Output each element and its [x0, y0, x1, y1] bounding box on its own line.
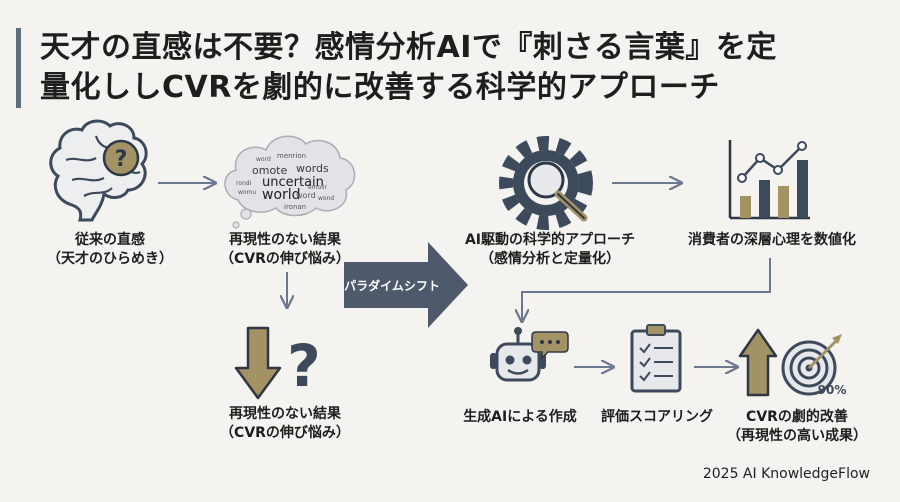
- speech-bubble-icon: [531, 331, 569, 360]
- footer-credit: 2025 AI KnowledgeFlow: [702, 466, 870, 482]
- cloud-word: menrion: [277, 152, 306, 160]
- question-mark-icon: ?: [287, 332, 321, 400]
- robot-icon: [490, 327, 546, 382]
- gear-magnifier-icon: [499, 136, 593, 230]
- page-title-line-2: 量化ししCVRを劇的に改善する科学的アプローチ: [40, 70, 720, 105]
- node-label-improve: CVRの劇的改善 （再現性の高い成果）: [727, 409, 867, 444]
- page-title: 天才の直感は不要？感情分析AIで『刺さる言葉』を定 量化ししCVRを劇的に改善す…: [40, 28, 880, 108]
- paradigm-shift-arrow: パラダイムシフト: [344, 242, 468, 328]
- target-icon: [781, 334, 842, 396]
- node-label-generate: 生成AIによる作成: [463, 409, 577, 425]
- arrow-chart-to-robot: [522, 258, 771, 320]
- node-label-ai-approach: AI駆動の科学的アプローチ （感情分析と定量化）: [464, 232, 636, 267]
- cloud-word: uncertain: [262, 175, 324, 190]
- node-label-result-bottom: 再現性のない結果 （CVRの伸び悩み）: [220, 406, 350, 441]
- up-arrow-icon: [738, 328, 778, 397]
- node-label-intuition: 従来の直感 （天才のひらめき）: [47, 232, 173, 267]
- page-title-line-1: 天才の直感は不要？感情分析AIで『刺さる言葉』を定: [40, 30, 777, 65]
- title-accent-bar: [16, 28, 21, 108]
- word-cloud-icon: word menrion omote words uncertain world…: [224, 135, 356, 229]
- cloud-word: ironan: [284, 203, 306, 211]
- node-label-result-top: 再現性のない結果 （CVRの伸び悩み）: [220, 232, 350, 267]
- cloud-word: wond: [318, 195, 334, 202]
- cloud-word: rondi: [236, 180, 252, 187]
- question-bubble-icon: ?: [102, 139, 140, 177]
- node-label-scoring: 評価スコアリング: [601, 409, 713, 425]
- bar-chart-icon: [728, 140, 810, 220]
- node-label-quantify: 消費者の深層心理を数値化: [688, 232, 856, 248]
- paradigm-shift-label: パラダイムシフト: [344, 278, 440, 293]
- cloud-word: emoiir: [308, 184, 328, 191]
- target-percent: 90%: [818, 383, 847, 397]
- cloud-word: word: [256, 156, 271, 163]
- cloud-word: womu: [238, 189, 256, 196]
- down-arrow-icon: [234, 326, 282, 400]
- svg-text:?: ?: [115, 147, 128, 172]
- cloud-word: omote: [252, 164, 287, 177]
- clipboard-checklist-icon: [630, 324, 682, 393]
- cloud-word: words: [296, 162, 329, 175]
- cloud-word: word: [296, 191, 316, 200]
- cloud-word: world: [262, 187, 301, 203]
